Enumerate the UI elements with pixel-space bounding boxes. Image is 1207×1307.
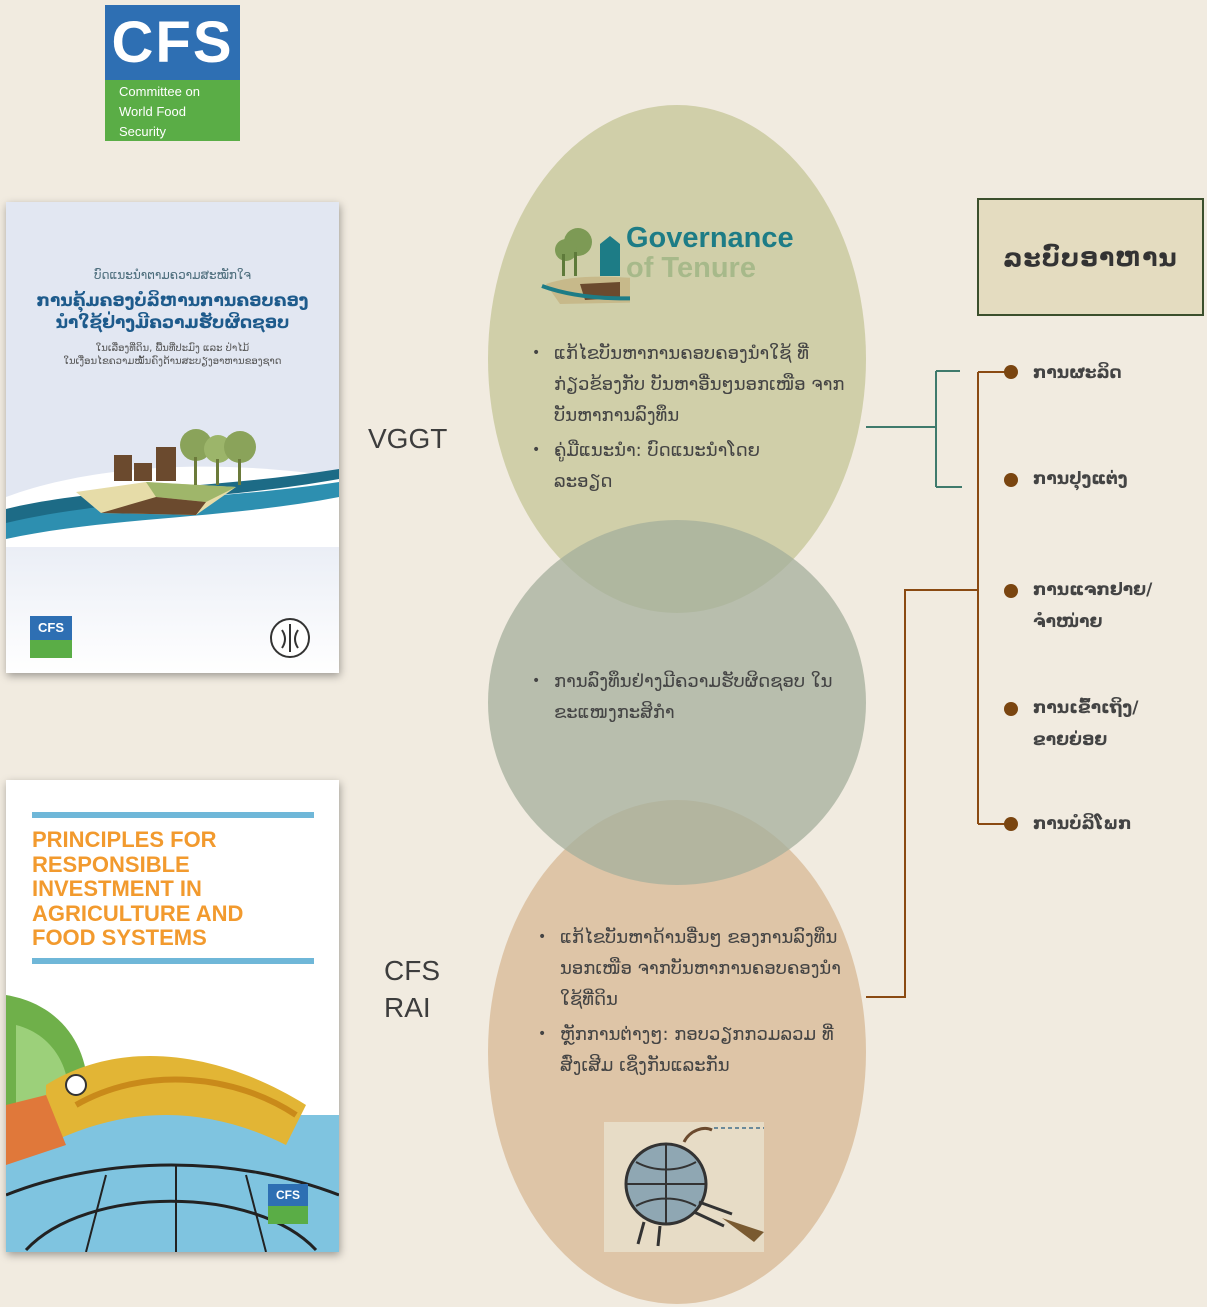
fao-emblem-icon [270, 618, 310, 658]
rai-book-top-bar [32, 812, 314, 818]
stage-dot [1004, 702, 1018, 716]
stage-production: ການຜະລິດ [1033, 363, 1122, 383]
vggt-connector [866, 370, 962, 488]
vggt-book-small-title: ບົດແນະນຳຕາມຄວາມສະໝັກໃຈ [93, 268, 252, 282]
vggt-book-sub-2: ໃນເງື່ອນໄຂຄວາມໝັ້ນຄົງດ້ານສະບຽງອາຫານຂອງຊາ… [63, 356, 282, 367]
vggt-book-sub-1: ໃນເລື່ອງທີ່ດິນ, ພື້ນທີ່ປະມົງ ແລະ ປ່າໄມ້ [95, 343, 250, 354]
rai-book-cfs-mark: CFS [268, 1184, 308, 1224]
vggt-book-title-2: ນຳໃຊ້ຢ່າງມີຄວາມຮັບຜິດຊອບ [55, 313, 290, 333]
stage-dot [1004, 817, 1018, 831]
shared-bullet-list: ການລົງທຶນຢ່າງມີຄວາມຮັບຜິດຊອບ ໃນຂະແໜງກະສິ… [528, 666, 848, 732]
stage-dot [1004, 473, 1018, 487]
vggt-book-title-1: ການຄຸ້ມຄອງບໍລິຫານການຄອບຄອງ [36, 291, 309, 311]
stage-dot [1004, 584, 1018, 598]
rai-bullet-list: ແກ້ໄຂບັນຫາດ້ານອື່ນໆ ຂອງການລົງທຶນນອກເໜືອ … [534, 922, 864, 1085]
stage-consumption: ການບໍລິໂພກ [1033, 814, 1132, 834]
governance-line-2: of Tenure [626, 252, 756, 284]
rai-book-cover: PRINCIPLES FOR RESPONSIBLE INVESTMENT IN… [6, 780, 339, 1252]
stage-dot [1004, 365, 1018, 379]
vggt-book-cfs-mark: CFS [30, 616, 72, 658]
rai-book-title: PRINCIPLES FOR RESPONSIBLE INVESTMENT IN… [32, 827, 244, 950]
vggt-bullet: ຄູ່ມືແນະນຳ: ບົດແນະນຳໂດຍລະອຽດ [528, 435, 774, 497]
vggt-book-cover: ບົດແນະນຳຕາມຄວາມສະໝັກໃຈ ການຄຸ້ມຄອງບໍລິຫານ… [6, 202, 339, 673]
cfs-logo: CFS Committee on World Food Security [105, 5, 240, 141]
harvest-illustration [6, 995, 339, 1252]
vggt-label: VGGT [368, 423, 448, 454]
governance-line-1: Governance [626, 222, 794, 254]
governance-landscape-icon [541, 228, 630, 304]
stage-processing: ການປຸງແຕ່ງ [1033, 469, 1128, 489]
food-system-title: ລະບົບອາຫານ [1003, 242, 1178, 272]
cfs-label: CFS [384, 955, 440, 986]
landscape-illustration [6, 429, 339, 547]
shared-bullet: ການລົງທຶນຢ່າງມີຄວາມຮັບຜິດຊອບ ໃນຂະແໜງກະສິ… [528, 666, 848, 728]
rai-book-bottom-bar [32, 958, 314, 964]
food-system-box: ລະບົບອາຫານ [977, 198, 1204, 316]
rai-connector [866, 371, 1010, 998]
rai-bullet: ແກ້ໄຂບັນຫາດ້ານອື່ນໆ ຂອງການລົງທຶນນອກເໜືອ … [534, 922, 860, 1015]
rai-label: RAI [384, 992, 431, 1023]
governance-of-tenure-logo: Governance of Tenure [540, 222, 810, 312]
globe-bird-illustration [604, 1122, 764, 1252]
vggt-bullet-list: ແກ້ໄຂບັນຫາການຄອບຄອງນຳໃຊ້ ທີ່ກ່ຽວຂ້ອງກັບ … [528, 338, 858, 501]
cfs-logo-text: Committee on World Food Security [105, 80, 240, 141]
stage-distribution: ການແຈກຢາຍ/ ຈຳໜ່າຍ [1033, 580, 1153, 632]
rai-bullet: ຫຼັກການຕ່າງໆ: ກອບວຽກກວມລວມ ທີ່ສົ່ງເສີມ ເ… [534, 1019, 860, 1081]
vggt-bullet: ແກ້ໄຂບັນຫາການຄອບຄອງນຳໃຊ້ ທີ່ກ່ຽວຂ້ອງກັບ … [528, 338, 858, 431]
cfs-logo-title: CFS [105, 5, 240, 80]
stage-access-retail: ການເຂົ້າເຖິງ/ ຂາຍຍ່ອຍ [1033, 698, 1139, 750]
